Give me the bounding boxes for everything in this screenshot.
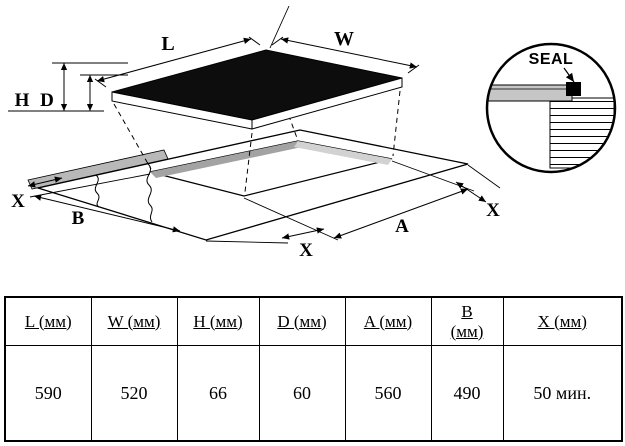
col-header-X: X (мм) <box>502 296 623 346</box>
dimension-H-D: H D <box>8 62 128 112</box>
col-header-H: H (мм) <box>176 296 260 346</box>
dimension-X-bottom: X <box>205 227 325 261</box>
table-value-row: 590 520 66 60 560 490 50 мин. <box>4 345 623 442</box>
label-L: L <box>161 33 174 55</box>
seal-label: SEAL <box>529 51 574 68</box>
value-L: 590 <box>4 345 92 442</box>
installation-diagram: L W H D X B A X <box>8 5 617 261</box>
col-header-D: D (мм) <box>258 296 346 346</box>
seal-detail-callout: SEAL <box>485 42 617 174</box>
col-header-L: L (мм) <box>4 296 92 346</box>
value-B: 490 <box>430 345 504 442</box>
projection-lines <box>113 55 401 193</box>
seal-strip <box>566 82 581 96</box>
label-W: W <box>334 28 354 50</box>
value-A: 560 <box>344 345 432 442</box>
value-X: 50 мин. <box>502 345 623 442</box>
col-header-W: W (мм) <box>90 296 178 346</box>
dimension-X-right: X <box>455 164 501 221</box>
cooktop-flange <box>487 84 573 102</box>
dimensions-table: L (мм) W (мм) H (мм) D (мм) A (мм) B (мм… <box>4 296 623 442</box>
label-X-left: X <box>11 191 25 212</box>
dimension-L: L <box>94 5 290 88</box>
value-W: 520 <box>90 345 178 442</box>
label-X-right: X <box>486 200 500 221</box>
value-D: 60 <box>258 345 346 442</box>
label-D: D <box>40 90 54 111</box>
label-X-bottom: X <box>299 240 313 261</box>
dimension-W: W <box>271 28 420 74</box>
label-H: H <box>15 90 30 111</box>
dimension-B: B <box>29 173 339 241</box>
value-H: 66 <box>176 345 260 442</box>
label-A: A <box>395 216 409 237</box>
cooktop <box>111 49 403 130</box>
col-header-A: A (мм) <box>344 296 432 346</box>
table-header-row: L (мм) W (мм) H (мм) D (мм) A (мм) B (мм… <box>4 296 623 346</box>
dimension-X-left: X <box>11 176 63 212</box>
counter-cross-section <box>549 97 615 169</box>
countertop-cutout <box>149 140 393 197</box>
col-header-B: B (мм) <box>430 296 504 346</box>
label-B: B <box>72 208 85 229</box>
